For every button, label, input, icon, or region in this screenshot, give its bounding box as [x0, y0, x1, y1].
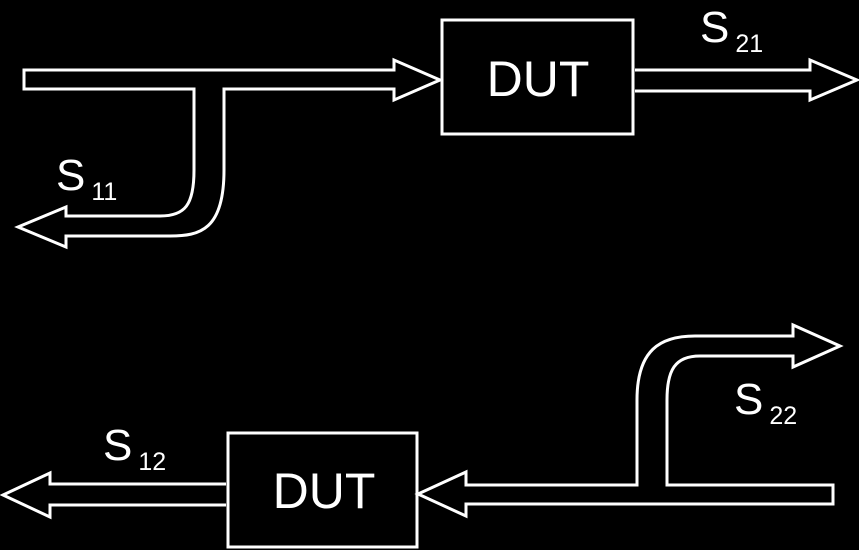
bottom-transmitted-arrow	[0, 470, 226, 520]
s11-letter: S	[56, 151, 85, 200]
s12-letter: S	[103, 421, 132, 470]
top-incident-arrow	[14, 57, 444, 250]
s12-subscript: 12	[138, 448, 166, 476]
s22-subscript: 22	[769, 402, 797, 430]
s11-subscript: 11	[91, 178, 117, 206]
s22-letter: S	[734, 375, 763, 424]
top-transmitted-arrow	[635, 57, 859, 103]
bottom-dut-box	[226, 431, 419, 549]
top-dut-label: DUT	[487, 51, 590, 107]
s21-letter: S	[700, 3, 729, 52]
top-forward-measurement	[14, 18, 859, 250]
bottom-reverse-measurement	[0, 322, 844, 549]
bottom-dut-label: DUT	[273, 463, 376, 519]
bottom-incident-arrow	[414, 322, 844, 519]
top-dut-box	[440, 18, 635, 136]
s21-subscript: 21	[735, 30, 763, 58]
